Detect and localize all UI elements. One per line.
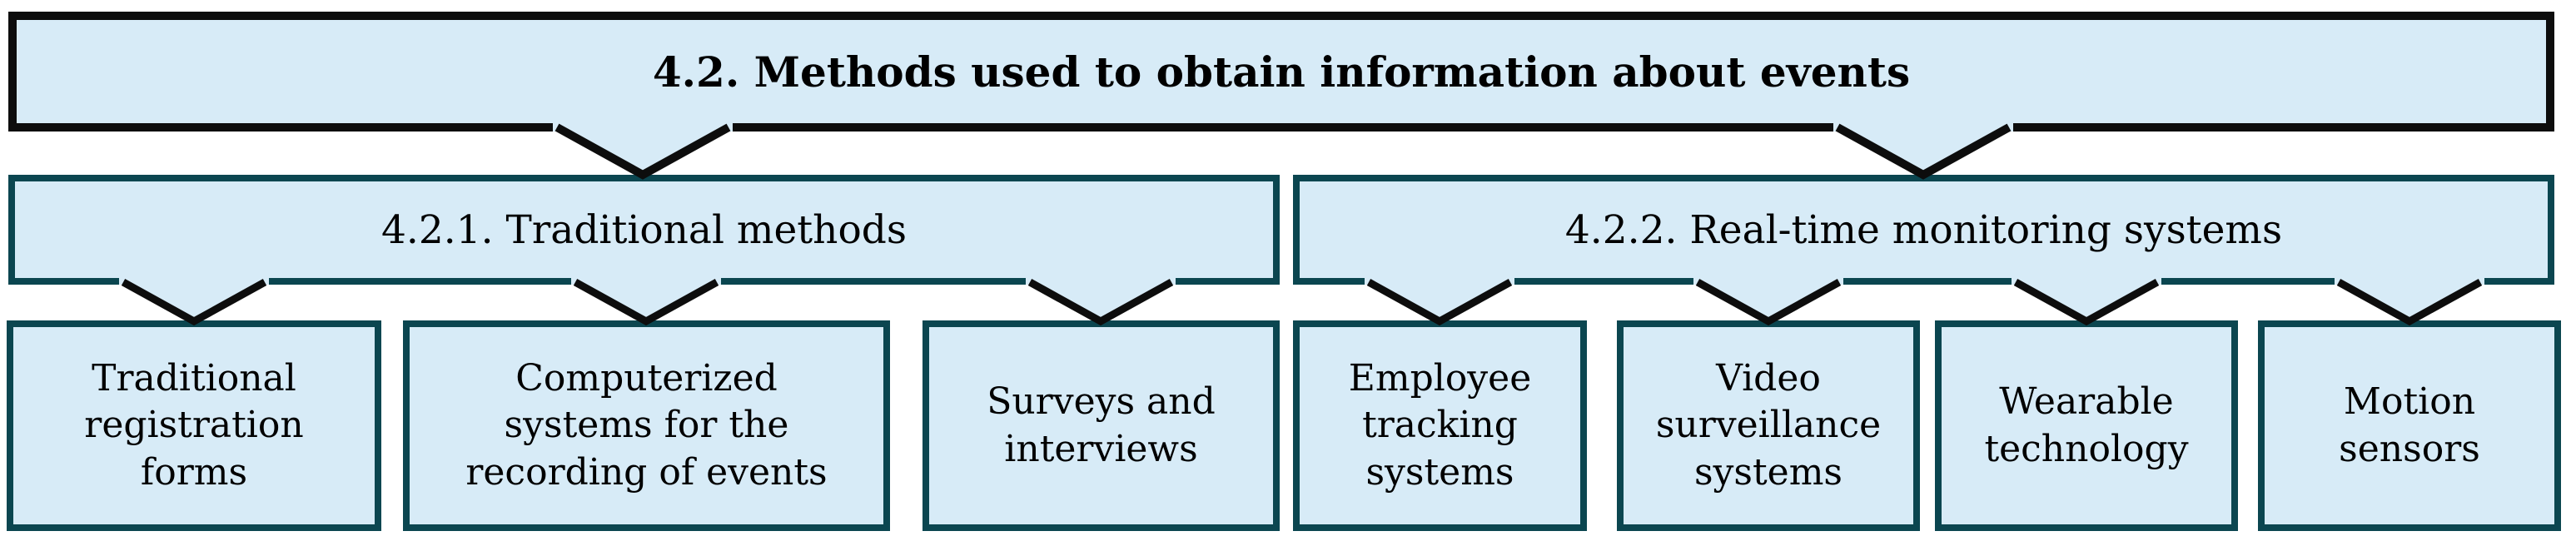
branch-box-label: 4.2.2. Real-time monitoring systems — [1564, 206, 2283, 253]
connector-tail-to-surveys-and-interviews — [1026, 278, 1176, 325]
connector-tail-to-video-surveillance-systems — [1693, 278, 1843, 325]
branch-box-traditional-methods: 4.2.1. Traditional methods — [8, 175, 1280, 285]
connector-tail-to-employee-tracking-systems — [1365, 278, 1514, 325]
connector-tail-to-computerized-systems — [571, 278, 721, 325]
connector-tail-root-to-traditional-methods — [553, 123, 733, 180]
branch-box-realtime-monitoring-systems: 4.2.2. Real-time monitoring systems — [1293, 175, 2554, 285]
root-box-label: 4.2. Methods used to obtain information … — [652, 47, 1911, 97]
connector-tail-root-to-realtime-monitoring — [1833, 123, 2013, 180]
connector-tail-to-motion-sensors — [2335, 278, 2484, 325]
branch-box-label: 4.2.1. Traditional methods — [381, 206, 907, 253]
root-box-methods: 4.2. Methods used to obtain information … — [8, 12, 2554, 132]
connector-tail-to-wearable-technology — [2012, 278, 2161, 325]
connector-tail-to-traditional-registration-forms — [119, 278, 269, 325]
